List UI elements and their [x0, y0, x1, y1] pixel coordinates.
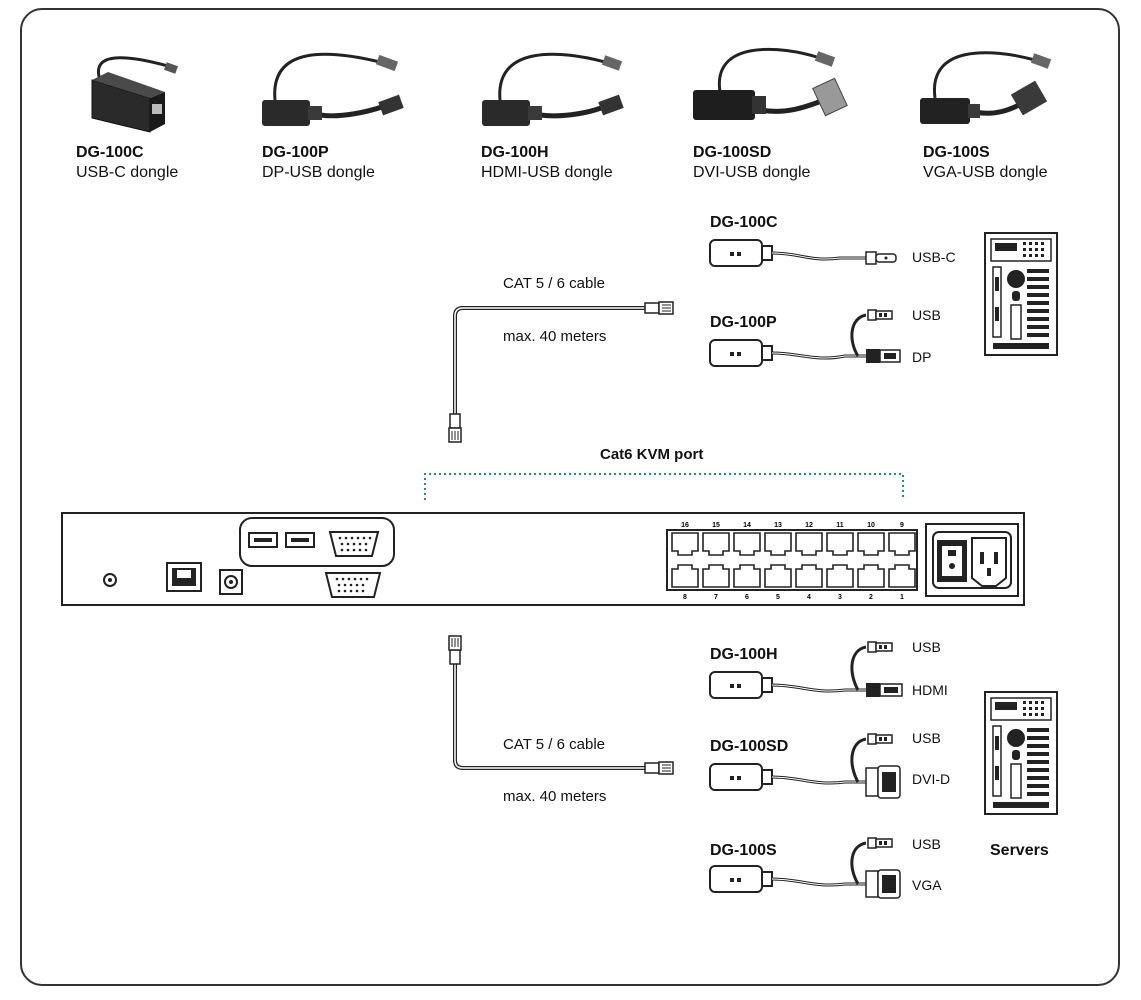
- dongle-photo-dp: [262, 52, 404, 126]
- kvm-port-row-top: [671, 532, 916, 556]
- port-number: 8: [683, 594, 687, 601]
- plug-label: USB: [912, 307, 941, 323]
- port-number: 16: [681, 522, 689, 529]
- port-number: 6: [745, 594, 749, 601]
- plug-label: USB-C: [912, 249, 956, 265]
- upper-dongle-dp: [709, 309, 901, 367]
- port-number: 15: [712, 522, 720, 529]
- dongle-photo-dvi: [693, 47, 848, 120]
- server-icon: [984, 691, 1058, 815]
- upper-dongle-usb-c: [709, 239, 897, 267]
- connection-model-label: DG-100H: [710, 646, 778, 663]
- port-number: 3: [838, 594, 842, 601]
- lower-dongle-vga: [709, 837, 901, 899]
- plug-label: DVI-D: [912, 771, 951, 787]
- plug-label: USB: [912, 730, 941, 746]
- kvm-rj45-ports: 16 15 14 13 12 11 10 9 8 7 6 5 4 3 2 1: [671, 522, 916, 601]
- plug-label: USB: [912, 639, 941, 655]
- dongle-model-label: DG-100C: [76, 144, 144, 161]
- dongle-model-label: DG-100S: [923, 144, 990, 161]
- port-number: 9: [900, 522, 904, 529]
- port-number: 13: [774, 522, 782, 529]
- kvm-switch-rear-panel: [61, 512, 1025, 606]
- connection-model-label: DG-100S: [710, 842, 777, 859]
- upper-cat-cable: [448, 301, 674, 443]
- dongle-desc-label: USB-C dongle: [76, 164, 179, 181]
- port-number: 1: [900, 594, 904, 601]
- lower-cable-type: CAT 5 / 6 cable: [503, 736, 605, 753]
- lower-cat-cable: [448, 635, 674, 775]
- dongle-model-label: DG-100SD: [693, 144, 772, 161]
- lower-cable-length: max. 40 meters: [503, 788, 607, 805]
- kvm-port-row-bottom: [671, 564, 916, 588]
- connection-model-label: DG-100P: [710, 314, 777, 331]
- dongle-photo-vga: [920, 51, 1052, 124]
- servers-label: Servers: [990, 842, 1049, 859]
- port-number: 10: [867, 522, 875, 529]
- dongle-desc-label: VGA-USB dongle: [923, 164, 1048, 181]
- port-number: 7: [714, 594, 718, 601]
- plug-label: HDMI: [912, 682, 948, 698]
- connection-model-label: DG-100C: [710, 214, 778, 231]
- plug-label: USB: [912, 836, 941, 852]
- dongle-photo-usb-c: [91, 56, 179, 133]
- dongle-model-label: DG-100H: [481, 144, 549, 161]
- kvm-port-label: Cat6 KVM port: [600, 446, 704, 463]
- upper-cable-type: CAT 5 / 6 cable: [503, 275, 605, 292]
- upper-cable-length: max. 40 meters: [503, 328, 607, 345]
- lower-dongle-hdmi: [709, 641, 903, 699]
- lower-dongle-dvi: [709, 733, 901, 799]
- dongle-photo-hdmi: [482, 52, 624, 126]
- port-number: 11: [836, 522, 844, 529]
- dongle-desc-label: DVI-USB dongle: [693, 164, 811, 181]
- plug-label: DP: [912, 349, 932, 365]
- connection-model-label: DG-100SD: [710, 738, 789, 755]
- port-number: 4: [807, 594, 811, 601]
- diagram-frame: [20, 8, 1120, 986]
- kvm-port-bracket: [424, 473, 904, 500]
- port-number: 5: [776, 594, 780, 601]
- port-number: 12: [805, 522, 813, 529]
- server-icon: [984, 232, 1058, 356]
- dongle-model-label: DG-100P: [262, 144, 329, 161]
- dongle-desc-label: DP-USB dongle: [262, 164, 375, 181]
- plug-label: VGA: [912, 877, 942, 893]
- dongle-desc-label: HDMI-USB dongle: [481, 164, 613, 181]
- port-number: 2: [869, 594, 873, 601]
- port-number: 14: [743, 522, 751, 529]
